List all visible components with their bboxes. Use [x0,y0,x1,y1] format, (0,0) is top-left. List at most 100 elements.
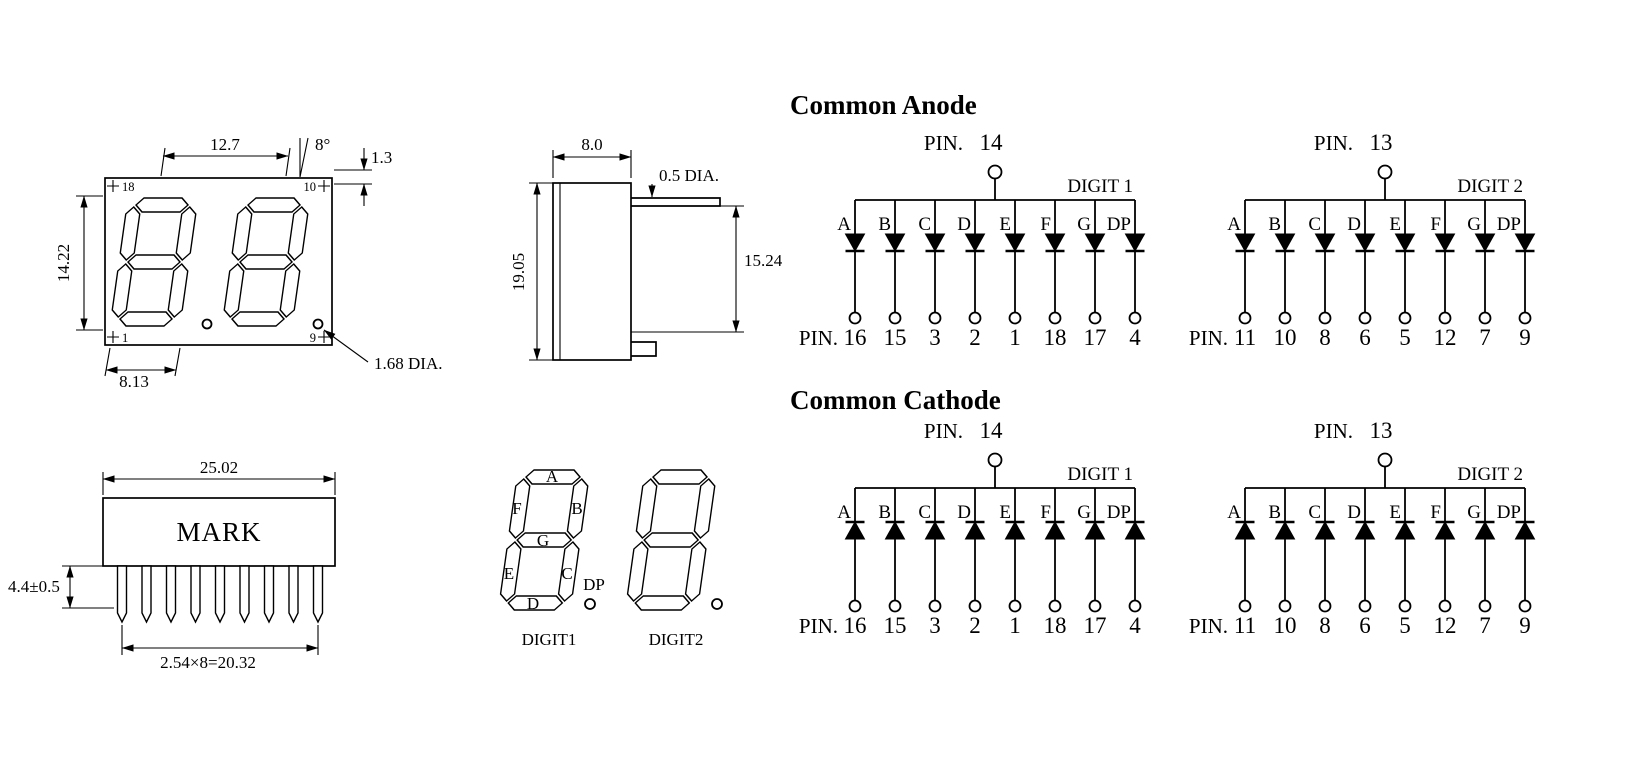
segment-label: A [837,214,851,235]
segment-label: A [837,502,851,523]
segment-label: D [1347,214,1361,235]
standoff-tab [631,341,657,357]
segment-label: DP [1497,214,1521,235]
pin-number: 16 [844,613,867,638]
bottom-view: 25.02 MARK 4.4±0.5 2.54×8=20.32 [8,458,336,672]
extension-lines [76,195,103,331]
pin-number: 4 [1129,325,1141,350]
segment-label-b: B [571,499,582,518]
pin-terminal [1008,599,1022,613]
lead-pins [116,565,324,624]
extension-lines [631,205,744,333]
segment-e [223,263,245,318]
angle-lines [299,137,309,178]
segment-g [643,532,700,548]
pin-terminal [1398,311,1412,325]
pin-terminal [1088,311,1102,325]
pin-terminal [1478,599,1492,613]
diode-icon [1234,233,1256,253]
extension-lines [334,169,372,185]
pin-number: 1 [1009,613,1021,638]
pin-number: 16 [844,325,867,350]
digit2-label: DIGIT2 [649,630,704,649]
top-pin-label: PIN. [1314,419,1353,443]
segment-b [693,478,716,539]
dim-angle-label: 8° [315,135,330,154]
segment-label: D [957,502,971,523]
lead-pin [116,565,128,624]
digit1-label: DIGIT1 [522,630,577,649]
top-pin-number: 14 [980,130,1004,155]
segment-digit-1 [499,469,589,611]
dim-standoff-label: 4.4±0.5 [8,577,60,596]
diode-icon [1474,520,1496,540]
segment-a [247,197,302,213]
diode-icon [1124,520,1146,540]
segment-d [231,311,285,327]
digit-label: DIGIT 1 [1067,176,1133,197]
segment-label-c: C [561,564,572,583]
diode-icon [1314,520,1336,540]
diode-icon [964,233,986,253]
segment-c [279,263,301,318]
dim-pin-pitch-label: 2.54×8=20.32 [160,653,256,672]
dim-width-label: 25.02 [200,458,238,477]
pin-number: 11 [1234,325,1256,350]
pin-number: 10 [1274,613,1297,638]
segment-d [634,595,691,611]
leader-line [323,329,369,363]
dim-depth-label: 8.0 [581,135,602,154]
pin-number: 12 [1434,325,1457,350]
dim-dp-label: 1.68 DIA. [374,354,442,373]
pin-terminal [1438,599,1452,613]
segment-a [652,469,709,485]
segment-c [557,541,580,602]
lead-pin [141,565,152,624]
segment-f [508,478,531,539]
segment-c [167,263,189,318]
segment-b [175,206,197,261]
extension-lines [529,182,553,361]
segment-label: C [918,502,931,523]
pin-terminal [1238,311,1252,325]
pin-number: 5 [1399,325,1411,350]
pin-terminal [1278,311,1292,325]
pin-terminal [1088,599,1102,613]
segment-label-f: F [512,499,521,518]
segment-a [525,469,582,485]
segment-label: D [1347,502,1361,523]
pin-terminal [1358,311,1372,325]
pin-terminal [1318,311,1332,325]
pin-number: 10 [1274,325,1297,350]
pin-number: 3 [929,613,941,638]
bottom-pin-label: PIN. [1189,326,1228,350]
segment-label: E [1389,502,1401,523]
pin-terminal [1048,599,1062,613]
pin-number-top-left: 18 [122,180,135,194]
pin-terminal [1398,599,1412,613]
pin-terminal [1518,311,1532,325]
pin-number: 6 [1359,613,1371,638]
pin-terminal [1358,599,1372,613]
pin-number: 7 [1479,325,1491,350]
pin-number: 18 [1044,325,1067,350]
bottom-pin-label: PIN. [799,614,838,638]
decimal-point-1 [201,318,213,330]
circuit-title: Common Cathode [790,385,1001,415]
segment-d [119,311,173,327]
front-view: 18 10 1 9 12.7 8° 1.3 14.22 8.13 1.68 DI… [54,135,442,391]
lead-pin [239,565,250,624]
common-terminal [1377,164,1393,180]
package-outline [104,177,333,346]
pin-terminal [1278,599,1292,613]
diode-icon [1394,520,1416,540]
pin-number: 2 [969,613,981,638]
pin-number: 1 [1009,325,1021,350]
pin-terminal [1438,311,1452,325]
segment-label: E [1389,214,1401,235]
common-terminal [987,164,1003,180]
